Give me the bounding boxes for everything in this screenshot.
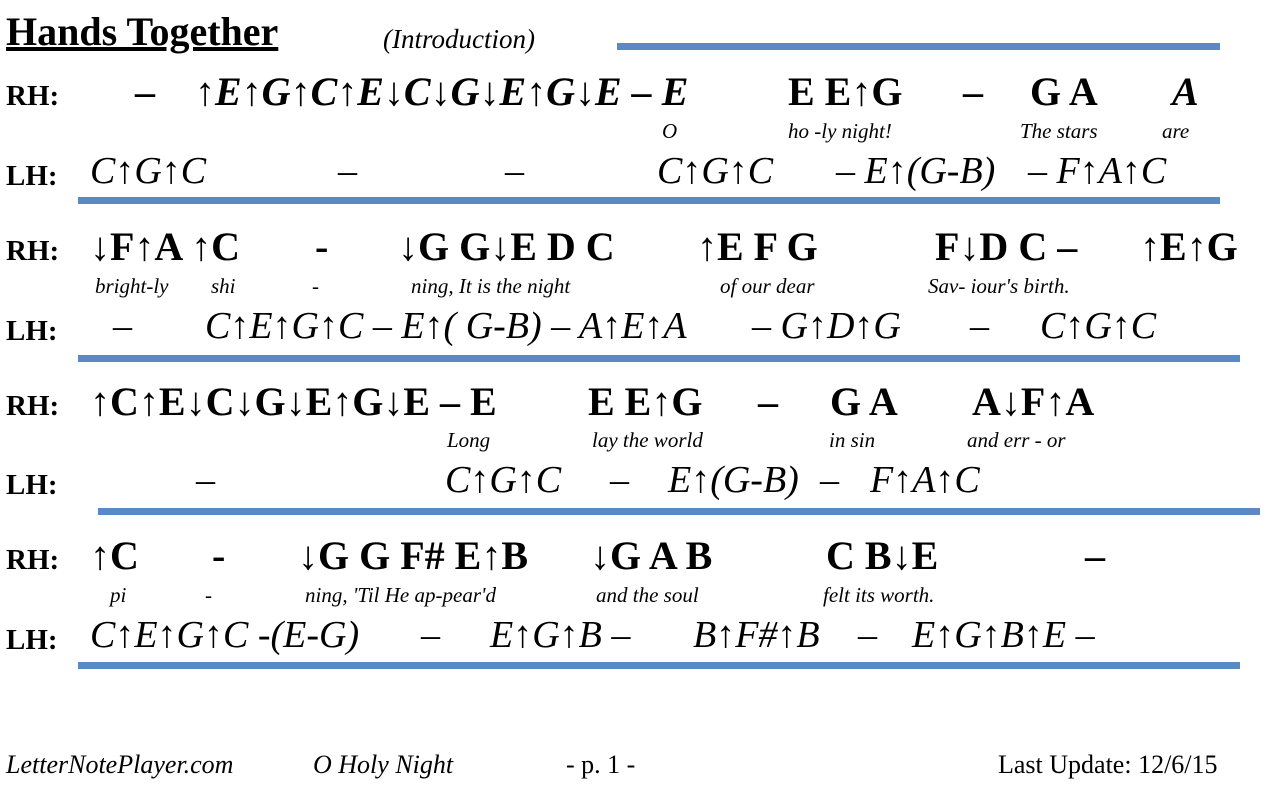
lyric-text: are: [1162, 119, 1190, 143]
system-divider: [98, 508, 1260, 515]
lyric-text: -: [312, 274, 319, 298]
rh-note-group: G A: [1030, 69, 1098, 114]
lyric-text: and err - or: [967, 428, 1066, 452]
lh-note-group: –: [820, 459, 839, 501]
lyric-text: felt its worth.: [823, 583, 935, 607]
rh-note-group: ↓F↑A ↑C: [90, 224, 240, 269]
rh-note-group: A↓F↑A: [972, 379, 1095, 424]
lh-note-group: – F↑A↑C: [1028, 150, 1167, 192]
rh-note-group: ↑E↑G: [1140, 224, 1238, 269]
lyric-text: bright-ly: [95, 274, 169, 298]
rh-note-group: ↑E F G: [697, 224, 818, 269]
footer-page: - p. 1 -: [566, 750, 636, 779]
lyric-text: ning, 'Til He ap-pear'd: [305, 583, 496, 607]
lyric-text: lay the world: [592, 428, 703, 452]
rh-note-group: ↑E↑G↑C↑E↓C↓G↓E↑G↓E – E: [195, 69, 689, 114]
rh-label: RH:: [6, 390, 60, 422]
rh-label: RH:: [6, 80, 60, 112]
lh-label: LH:: [6, 315, 58, 347]
lh-note-group: –: [196, 459, 215, 501]
lyric-text: pi: [110, 583, 127, 607]
lh-note-group: –: [505, 150, 524, 192]
lh-note-group: E↑(G-B): [668, 459, 799, 501]
rh-note-group: A: [1172, 69, 1199, 114]
rh-note-group: –: [135, 69, 155, 114]
lh-note-group: – G↑D↑G: [752, 305, 901, 347]
footer-song: O Holy Night: [313, 750, 454, 779]
lh-label: LH:: [6, 469, 58, 501]
rh-note-group: -: [212, 533, 226, 578]
lh-note-group: –: [610, 459, 629, 501]
lyric-text: and the soul: [596, 583, 699, 607]
rh-label: RH:: [6, 235, 60, 267]
system-divider: [78, 355, 1240, 362]
lh-note-group: C↑G↑C: [445, 459, 562, 501]
lyric-text: O: [662, 119, 678, 143]
lyric-text: of our dear: [720, 274, 815, 298]
lh-note-group: –: [858, 614, 877, 656]
lh-note-group: F↑A↑C: [870, 459, 980, 501]
header-rule: [617, 43, 1220, 50]
lh-label: LH:: [6, 624, 58, 656]
lh-note-group: B↑F#↑B: [693, 614, 820, 656]
page-title: Hands Together: [6, 9, 279, 54]
page-subtitle: (Introduction): [383, 24, 535, 54]
system-divider: [78, 662, 1240, 669]
rh-note-group: G A: [830, 379, 898, 424]
lh-note-group: E↑G↑B↑E –: [912, 614, 1095, 656]
lh-label: LH:: [6, 160, 58, 192]
lyric-text: Sav- iour's birth.: [928, 274, 1070, 298]
footer-site: LetterNotePlayer.com: [6, 750, 234, 779]
rh-note-group: ↓G A B: [590, 533, 713, 578]
rh-note-group: F↓D C –: [935, 224, 1078, 269]
lh-note-group: –: [113, 305, 132, 347]
lyric-text: ho -ly night!: [788, 119, 892, 143]
rh-note-group: E E↑G: [788, 69, 903, 114]
rh-note-group: –: [1085, 533, 1105, 578]
lyric-text: Long: [447, 428, 491, 452]
lh-note-group: –: [338, 150, 357, 192]
lh-note-group: C↑E↑G↑C -(E-G): [90, 614, 360, 656]
lyric-text: The stars: [1020, 119, 1098, 143]
lh-note-group: – E↑(G-B): [836, 150, 996, 192]
lyric-text: shi: [211, 274, 236, 298]
rh-note-group: ↑C: [90, 533, 139, 578]
rh-note-group: –: [758, 379, 778, 424]
lh-note-group: E↑G↑B –: [490, 614, 631, 656]
rh-note-group: ↓G G F# E↑B: [298, 533, 529, 578]
footer-update: Last Update: 12/6/15: [998, 750, 1218, 779]
rh-note-group: ↓G G↓E D C: [398, 224, 615, 269]
rh-note-group: –: [963, 69, 983, 114]
system-divider: [78, 197, 1220, 204]
lh-note-group: C↑G↑C: [1040, 305, 1157, 347]
rh-label: RH:: [6, 544, 60, 576]
rh-note-group: E E↑G: [588, 379, 703, 424]
lyric-text: in sin: [829, 428, 876, 452]
rh-note-group: ↑C↑E↓C↓G↓E↑G↓E – E: [90, 379, 497, 424]
rh-note-group: -: [315, 224, 329, 269]
lyric-text: ning, It is the night: [411, 274, 571, 298]
lh-note-group: C↑G↑C: [657, 150, 774, 192]
lyric-text: -: [205, 583, 212, 607]
rh-note-group: C B↓E: [826, 533, 939, 578]
lh-note-group: C↑E↑G↑C – E↑( G-B) – A↑E↑A: [205, 305, 687, 347]
lh-note-group: –: [421, 614, 440, 656]
lh-note-group: C↑G↑C: [90, 150, 207, 192]
lh-note-group: –: [970, 305, 989, 347]
